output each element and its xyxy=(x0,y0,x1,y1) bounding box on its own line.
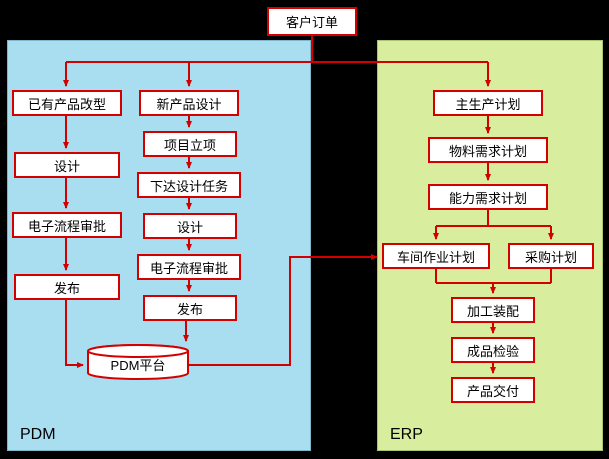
node-eapproval-2: 电子流程审批 xyxy=(137,254,241,280)
node-design-1: 设计 xyxy=(14,152,120,178)
node-product-delivery: 产品交付 xyxy=(451,377,535,403)
erp-panel-label: ERP xyxy=(390,426,423,443)
node-capacity-requirements-plan: 能力需求计划 xyxy=(428,184,548,210)
node-procurement-plan: 采购计划 xyxy=(508,243,594,269)
node-release-2: 发布 xyxy=(143,295,237,321)
node-processing-assembly: 加工装配 xyxy=(451,297,535,323)
node-finished-inspection: 成品检验 xyxy=(451,337,535,363)
node-shop-floor-plan: 车间作业计划 xyxy=(382,243,490,269)
node-design-2: 设计 xyxy=(143,213,237,239)
node-material-requirements-plan: 物料需求计划 xyxy=(428,137,548,163)
node-pdm-platform-label: PDM平台 xyxy=(110,358,166,373)
node-master-production-schedule: 主生产计划 xyxy=(433,90,543,116)
node-existing-product-redesign: 已有产品改型 xyxy=(12,90,122,116)
pdm-panel-label: PDM xyxy=(20,426,56,443)
node-new-product-design: 新产品设计 xyxy=(139,90,239,116)
node-project-initiation: 项目立项 xyxy=(143,131,237,157)
node-assign-design-task: 下达设计任务 xyxy=(137,172,241,198)
node-eapproval-1: 电子流程审批 xyxy=(12,212,122,238)
node-customer-order: 客户订单 xyxy=(267,7,357,36)
node-release-1: 发布 xyxy=(14,274,120,300)
